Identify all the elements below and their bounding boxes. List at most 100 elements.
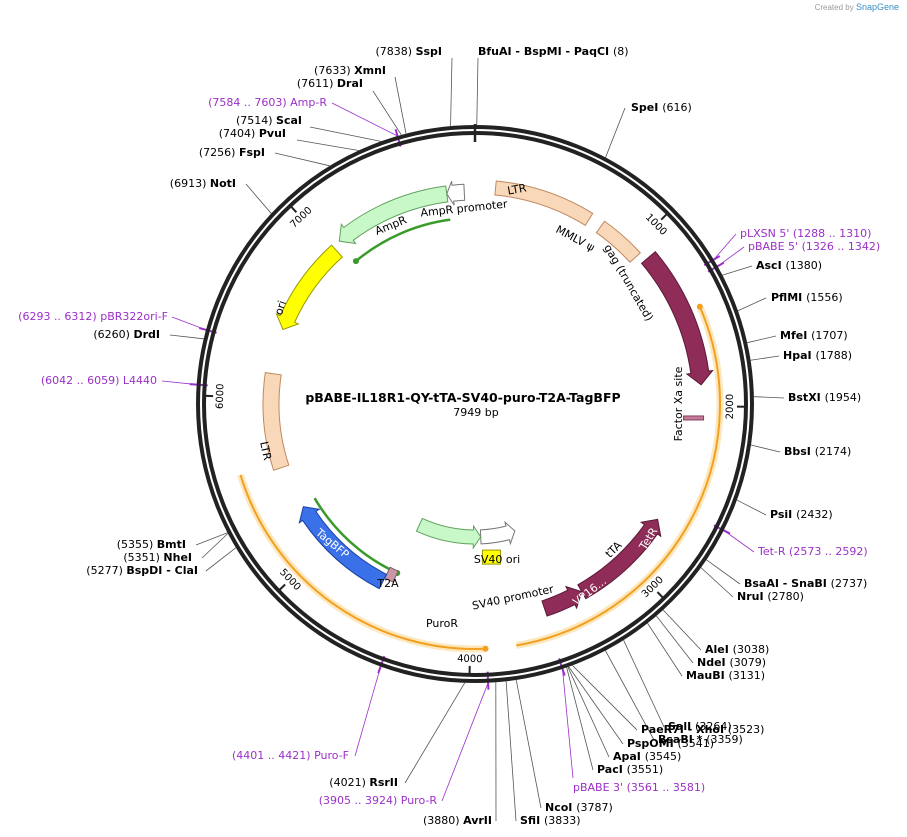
- enzyme-label-pspomi[interactable]: PspOMI (3541): [627, 737, 714, 750]
- enzyme-name: XmnI: [354, 64, 386, 77]
- feature-label: PuroR: [426, 617, 458, 630]
- enzyme-label-nhei[interactable]: (5351) NheI: [123, 551, 192, 564]
- enzyme-label-bfuai-bspmi-paqci[interactable]: BfuAI - BspMI - PaqCI (8): [478, 45, 629, 58]
- enzyme-name: MauBI: [686, 669, 729, 682]
- feature-ltr-0[interactable]: [494, 180, 594, 227]
- enzyme-leader: [662, 609, 702, 651]
- primer-label-tet-r[interactable]: Tet-R (2573 .. 2592): [757, 545, 868, 558]
- enzyme-label-nrui[interactable]: NruI (2780): [737, 590, 804, 603]
- enzyme-label-paer7i-xhoi[interactable]: PaeR7I - XhoI (3523): [641, 723, 764, 736]
- enzyme-name: ApaI: [613, 750, 645, 763]
- enzyme-leader: [753, 396, 785, 399]
- primer-label-pbabe-3[interactable]: pBABE 3' (3561 .. 3581): [573, 781, 705, 794]
- enzyme-label-bstxi[interactable]: BstXI (1954): [788, 391, 861, 404]
- enzyme-label-avrii[interactable]: (3880) AvrII: [423, 814, 492, 827]
- enzyme-label-ncoi[interactable]: NcoI (3787): [545, 801, 613, 814]
- enzyme-leader: [195, 532, 228, 546]
- enzyme-label-fspi[interactable]: (7256) FspI: [199, 146, 265, 159]
- enzyme-label-bsaai-snabi[interactable]: BsaAI - SnaBI (2737): [744, 577, 867, 590]
- primer-name: Puro-R: [401, 794, 438, 807]
- enzyme-name: PacI: [597, 763, 627, 776]
- enzyme-label-apai[interactable]: ApaI (3545): [613, 750, 681, 763]
- enzyme-position: (6913): [170, 177, 210, 190]
- enzyme-label-noti[interactable]: (6913) NotI: [170, 177, 236, 190]
- feature-puror-9[interactable]: [415, 517, 482, 550]
- tick-3000: [656, 591, 665, 600]
- primer-position: (3561 .. 3581): [627, 781, 706, 794]
- enzyme-label-drdi[interactable]: (6260) DrdI: [93, 328, 160, 341]
- enzyme-position: (3264): [695, 720, 732, 733]
- enzyme-label-drai[interactable]: (7611) DraI: [297, 77, 363, 90]
- primer-label-puro-r[interactable]: (3905 .. 3924) Puro-R: [319, 794, 438, 807]
- feature-tagbfp-11[interactable]: [298, 506, 388, 590]
- enzyme-name: PsiI: [770, 508, 796, 521]
- primer-name: Amp-R: [290, 96, 327, 109]
- enzyme-label-bspdi-clai[interactable]: (5277) BspDI - ClaI: [86, 564, 198, 577]
- enzyme-name: BstXI: [788, 391, 825, 404]
- enzyme-leader: [372, 90, 402, 136]
- enzyme-label-sspi[interactable]: (7838) SspI: [375, 45, 442, 58]
- enzyme-name: BfuAI - BspMI - PaqCI: [478, 45, 613, 58]
- feature-ori-13[interactable]: [275, 244, 344, 331]
- enzyme-name: NruI: [737, 590, 767, 603]
- enzyme-name: PspOMI: [627, 737, 678, 750]
- feature-mmlv-1[interactable]: [595, 220, 641, 263]
- enzyme-leader: [169, 334, 204, 340]
- enzyme-label-ndei[interactable]: NdeI (3079): [697, 656, 766, 669]
- enzyme-leader: [656, 615, 694, 664]
- enzyme-label-psii[interactable]: PsiI (2432): [770, 508, 833, 521]
- primer-position: (6293 .. 6312): [18, 310, 100, 323]
- enzyme-label-hpai[interactable]: HpaI (1788): [783, 349, 852, 362]
- enzyme-position: (3038): [733, 643, 770, 656]
- enzyme-label-bmti[interactable]: (5355) BmtI: [117, 538, 186, 551]
- enzyme-label-maubi[interactable]: MauBI (3131): [686, 669, 765, 682]
- primer-label-pbr322ori-f[interactable]: (6293 .. 6312) pBR322ori-F: [18, 310, 168, 323]
- enzyme-position: (7611): [297, 77, 337, 90]
- enzyme-label-pvui[interactable]: (7404) PvuI: [219, 127, 286, 140]
- feature-ampr-14[interactable]: [338, 185, 449, 245]
- tick-label: 6000: [215, 383, 227, 409]
- enzyme-name: NotI: [210, 177, 236, 190]
- enzyme-position: (3523): [728, 723, 765, 736]
- primer-label-puro-f[interactable]: (4401 .. 4421) Puro-F: [232, 749, 349, 762]
- enzyme-leader: [476, 57, 479, 126]
- feature-vp16-5[interactable]: [541, 585, 583, 617]
- enzyme-label-rsrii[interactable]: (4021) RsrII: [329, 776, 398, 789]
- enzyme-leader: [274, 152, 330, 167]
- enzyme-label-bbsi[interactable]: BbsI (2174): [784, 445, 851, 458]
- feature-gag-truncated-2[interactable]: [640, 251, 714, 386]
- feature-label: ori: [272, 299, 289, 317]
- feature-ltr-12[interactable]: [262, 372, 290, 471]
- green-2-head: [352, 258, 359, 265]
- enzyme-label-alei[interactable]: AleI (3038): [705, 643, 769, 656]
- feature-sv40-ori[interactable]: [481, 549, 501, 565]
- snapgene-brand: Created by SnapGene: [815, 2, 899, 12]
- enzyme-label-bsabi[interactable]: BsaBI * (3359): [658, 733, 743, 746]
- feature-ampr-promoter-15[interactable]: [446, 181, 466, 206]
- primer-leader: [331, 102, 398, 137]
- feature-sv40-promoter-7[interactable]: [479, 520, 516, 546]
- enzyme-name: PvuI: [259, 127, 286, 140]
- primer-name: pBABE 5': [748, 240, 802, 253]
- enzyme-label-xmni[interactable]: (7633) XmnI: [314, 64, 386, 77]
- enzyme-label-pflmi[interactable]: PflMI (1556): [771, 291, 843, 304]
- enzyme-label-sfii[interactable]: SfiI (3833): [520, 814, 581, 827]
- orange-1-head: [696, 303, 703, 310]
- enzyme-position: (7514): [236, 114, 276, 127]
- feature-factor-xa-site[interactable]: [683, 415, 705, 421]
- primer-position: (7584 .. 7603): [208, 96, 290, 109]
- enzyme-label-mfei[interactable]: MfeI (1707): [780, 329, 848, 342]
- enzyme-label-asci[interactable]: AscI (1380): [756, 259, 822, 272]
- enzyme-label-spei[interactable]: SpeI (616): [631, 101, 692, 114]
- enzyme-label-sali[interactable]: SalI (3264): [668, 720, 732, 733]
- primer-label-l4440[interactable]: (6042 .. 6059) L4440: [41, 374, 157, 387]
- tick-1000: [660, 212, 669, 221]
- primer-label-pbabe-5[interactable]: pBABE 5' (1326 .. 1342): [748, 240, 880, 253]
- primer-name: Tet-R: [757, 545, 789, 558]
- primer-label-plxsn-5[interactable]: pLXSN 5' (1288 .. 1310): [740, 227, 871, 240]
- primer-label-amp-r[interactable]: (7584 .. 7603) Amp-R: [208, 96, 327, 109]
- enzyme-label-paci[interactable]: PacI (3551): [597, 763, 663, 776]
- enzyme-position: (3787): [576, 801, 613, 814]
- enzyme-label-scai[interactable]: (7514) ScaI: [236, 114, 302, 127]
- enzyme-name: NheI: [163, 551, 192, 564]
